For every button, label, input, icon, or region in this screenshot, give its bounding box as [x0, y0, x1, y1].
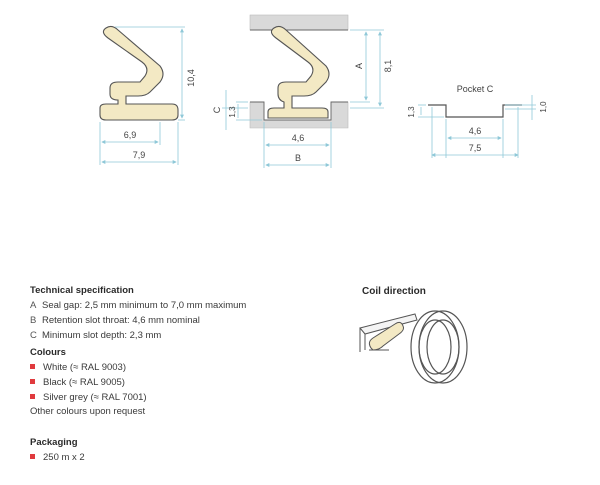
bullet-icon: [30, 454, 35, 459]
tech-spec-letter-a: A: [30, 300, 37, 311]
tech-spec-letter-c: C: [30, 330, 37, 341]
colour-label-black: Black (≈ RAL 9005): [43, 377, 125, 388]
pocket-dim-1-0: 1,0: [539, 101, 548, 113]
packaging-title: Packaging: [30, 437, 78, 448]
tech-spec-item-c: C Minimum slot depth: 2,3 mm: [30, 330, 161, 341]
housing-bottom: [249, 101, 349, 129]
dim-label-c: C: [212, 106, 222, 113]
dimension-lines-middle: [222, 29, 384, 168]
dimension-lines-pocket: [418, 95, 536, 158]
dim-1-3-middle: 1,3: [228, 106, 237, 118]
colour-label-silver-grey: Silver grey (≈ RAL 7001): [43, 392, 147, 403]
pocket-dim-4-6: 4,6: [469, 126, 482, 136]
tech-spec-text-b: Retention slot throat: 4,6 mm nominal: [42, 315, 200, 326]
packaging-label: 250 m x 2: [43, 452, 85, 463]
pocket-profile: [428, 104, 522, 118]
pocket-dim-7-5: 7,5: [469, 143, 482, 153]
dim-8-1: 8,1: [383, 60, 393, 73]
tech-spec-text-c: Minimum slot depth: 2,3 mm: [42, 330, 162, 341]
seal-profile-left: [99, 25, 179, 121]
dim-label-a: A: [354, 63, 364, 69]
dim-6-9: 6,9: [124, 130, 137, 140]
housing-top: [249, 14, 349, 31]
colour-item-silver-grey: Silver grey (≈ RAL 7001): [30, 392, 147, 403]
colour-item-white: White (≈ RAL 9003): [30, 362, 126, 373]
coil-direction-title: Coil direction: [362, 286, 426, 297]
dim-10-4: 10,4: [186, 69, 196, 87]
tech-spec-item-b: B Retention slot throat: 4,6 mm nominal: [30, 315, 200, 326]
colour-item-black: Black (≈ RAL 9005): [30, 377, 125, 388]
pocket-title: Pocket C: [457, 84, 494, 94]
profile-diagrams: 10,4 6,9 7,9 A 8,1 C 1,3 4,6 B Pocket C: [99, 14, 548, 168]
tech-spec-title: Technical specification: [30, 285, 134, 296]
colour-label-white: White (≈ RAL 9003): [43, 362, 127, 373]
bullet-icon: [30, 379, 35, 384]
tech-spec-item-a: A Seal gap: 2,5 mm minimum to 7,0 mm maxi…: [30, 300, 246, 311]
packaging-item: 250 m x 2: [30, 452, 85, 463]
bullet-icon: [30, 394, 35, 399]
colours-note: Other colours upon request: [30, 406, 146, 417]
bullet-icon: [30, 364, 35, 369]
pocket-dim-1-3: 1,3: [407, 106, 416, 118]
colours-title: Colours: [30, 347, 66, 358]
dimension-lines-left: [99, 26, 185, 165]
coil-direction-illustration: [359, 310, 468, 384]
tech-spec-letter-b: B: [30, 315, 37, 326]
seal-profile-middle: [267, 25, 330, 119]
dim-7-9: 7,9: [133, 150, 146, 160]
tech-spec-text-a: Seal gap: 2,5 mm minimum to 7,0 mm maxim…: [42, 300, 247, 311]
dim-label-b: B: [295, 153, 301, 163]
dim-4-6-middle: 4,6: [292, 133, 305, 143]
